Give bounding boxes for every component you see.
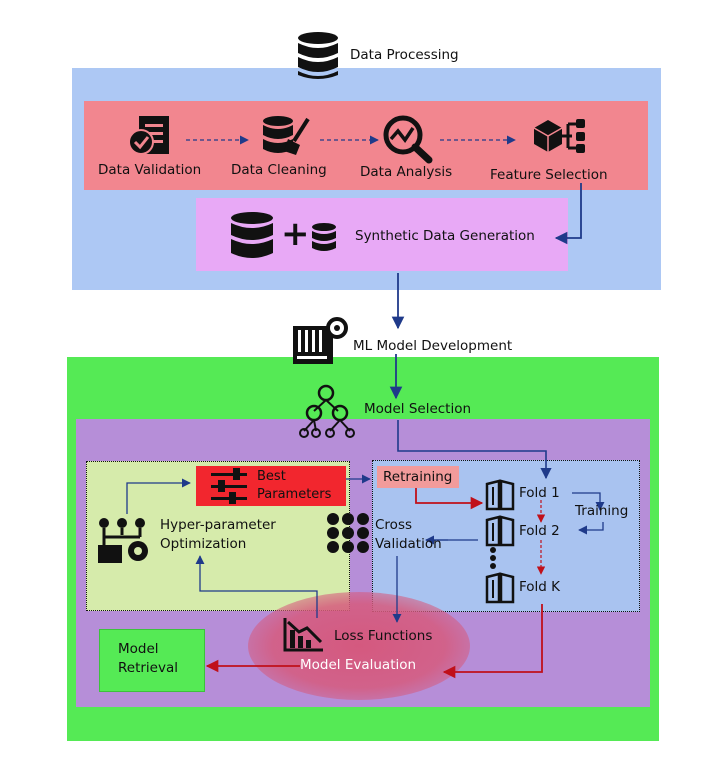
analysis-magnifier-icon xyxy=(383,115,433,164)
server-gear-icon xyxy=(293,317,348,364)
ml-development-title: ML Model Development xyxy=(353,338,513,354)
model-selection-title: Model Selection xyxy=(364,401,472,417)
data-processing-title: Data Processing xyxy=(350,47,459,63)
fold-2-label: Fold 2 xyxy=(519,523,560,539)
cross-validation-label: Cross Validation xyxy=(375,517,442,552)
step-data-analysis: Data Analysis xyxy=(360,164,453,180)
fold-k-label: Fold K xyxy=(519,579,561,595)
step-data-cleaning: Data Cleaning xyxy=(231,162,327,178)
checklist-doc-icon xyxy=(128,116,169,155)
loss-functions-label: Loss Functions xyxy=(334,628,433,644)
check-grid-icon xyxy=(327,513,369,553)
retraining-box xyxy=(377,466,459,488)
best-params-label: Best Parameters xyxy=(257,469,332,502)
book-icon xyxy=(485,479,515,511)
network-gear-icon xyxy=(299,384,355,438)
database-large-icon xyxy=(231,212,273,258)
model-evaluation-label: Model Evaluation xyxy=(300,657,417,673)
database-small-icon xyxy=(312,223,336,251)
step-data-validation: Data Validation xyxy=(98,162,202,178)
model-retrieval-label: Model Retrieval xyxy=(118,641,178,676)
loss-chart-icon xyxy=(283,618,323,652)
clean-database-icon xyxy=(263,116,310,155)
retraining-label: Retraining xyxy=(383,469,453,485)
book-icon xyxy=(485,515,515,547)
fold-ellipsis xyxy=(490,547,496,569)
sliders-icon xyxy=(211,468,247,504)
hpo-label: Hyper-parameter Optimization xyxy=(160,517,276,552)
synthetic-data-label: Synthetic Data Generation xyxy=(355,228,535,244)
fold-1-label: Fold 1 xyxy=(519,485,560,501)
training-label: Training xyxy=(575,503,629,519)
book-icon xyxy=(485,572,515,604)
database-icon xyxy=(298,32,338,79)
model-retrieval-box xyxy=(99,629,205,692)
plus-sign: + xyxy=(281,214,310,254)
feature-cubes-icon xyxy=(533,119,585,153)
step-feature-selection: Feature Selection xyxy=(490,167,608,183)
gear-network-icon xyxy=(98,518,148,563)
